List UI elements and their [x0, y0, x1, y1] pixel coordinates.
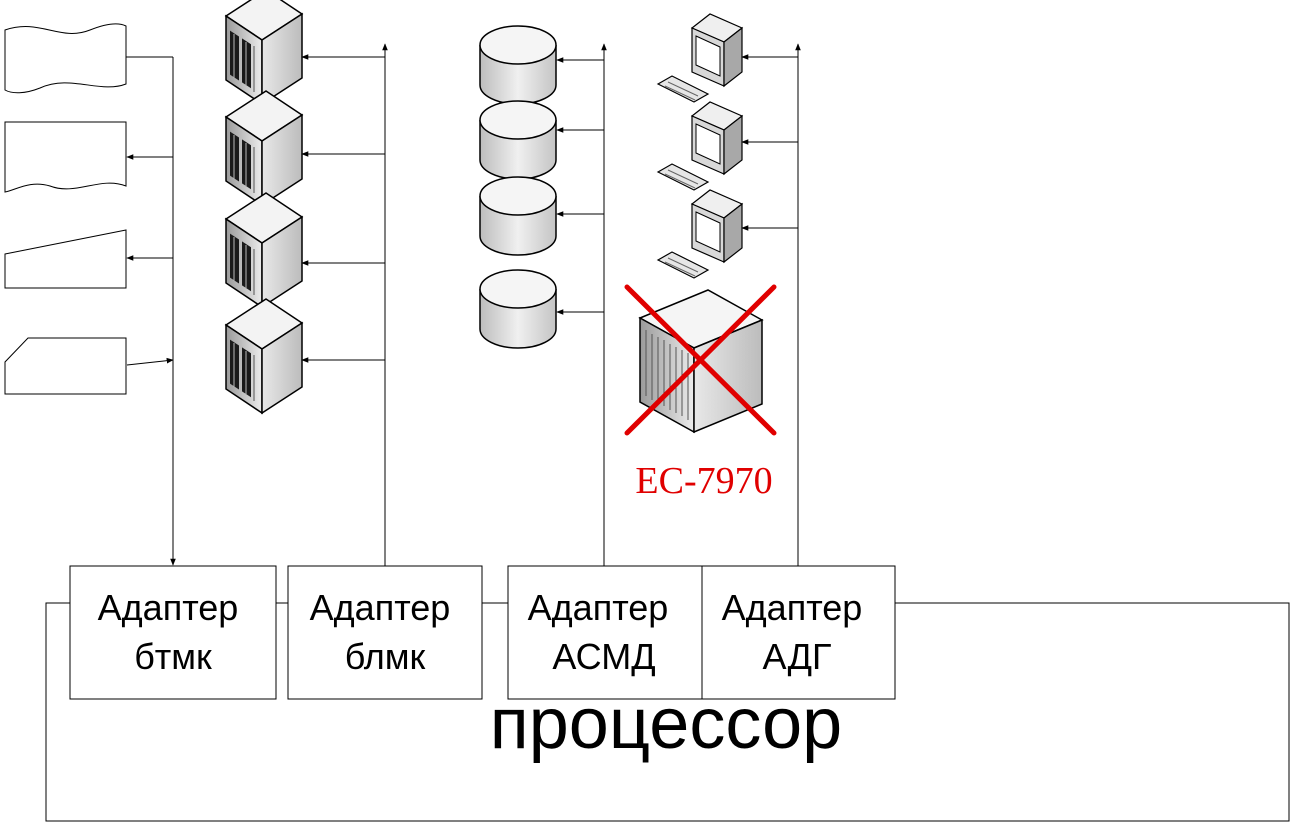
bus-adg: [741, 43, 801, 566]
adapter-btmk: Адаптер бтмк: [69, 565, 277, 700]
disk-drive-icon: [479, 25, 557, 105]
tape-unit-icon: [225, 298, 303, 414]
tape-unit-icon: [225, 192, 303, 308]
svg-text:АСМД: АСМД: [552, 636, 655, 677]
crossed-unit: ЕС-7970: [624, 284, 777, 502]
printer-form-icon: [4, 121, 127, 193]
svg-text:блмк: блмк: [345, 636, 426, 677]
disk-column: [479, 25, 557, 349]
svg-text:Адаптер: Адаптер: [722, 587, 863, 628]
processor-label: процессор: [490, 684, 842, 764]
adapter-adg: Адаптер АДГ: [701, 565, 896, 700]
svg-text:бтмк: бтмк: [134, 636, 212, 677]
svg-text:Адаптер: Адаптер: [98, 587, 239, 628]
bus-asmd: [556, 43, 607, 566]
tape-unit-column: [225, 0, 303, 414]
terminal-icon: [657, 101, 743, 191]
disk-drive-icon: [479, 176, 557, 256]
media-column: [4, 23, 127, 395]
punched-card-icon: [4, 337, 127, 395]
red-cross-icon: [624, 284, 777, 436]
adapter-blmk: Адаптер блмк: [287, 565, 483, 700]
svg-text:Адаптер: Адаптер: [528, 587, 669, 628]
manual-input-icon: [4, 229, 127, 289]
svg-text:АДГ: АДГ: [762, 636, 831, 677]
adapter-asmd: Адаптер АСМД: [507, 565, 703, 700]
terminal-icon: [657, 13, 743, 103]
tape-unit-icon: [225, 0, 303, 105]
crossed-unit-label: ЕС-7970: [635, 460, 772, 502]
disk-drive-icon: [479, 100, 557, 180]
bus-btmk: [126, 56, 176, 566]
punched-tape-icon: [4, 23, 127, 94]
processor-frame: [45, 602, 1290, 822]
tape-unit-icon: [225, 90, 303, 206]
disk-drive-icon: [479, 269, 557, 349]
svg-text:Адаптер: Адаптер: [310, 587, 451, 628]
terminal-column: [657, 13, 743, 279]
bus-blmk: [301, 43, 388, 566]
terminal-icon: [657, 189, 743, 279]
